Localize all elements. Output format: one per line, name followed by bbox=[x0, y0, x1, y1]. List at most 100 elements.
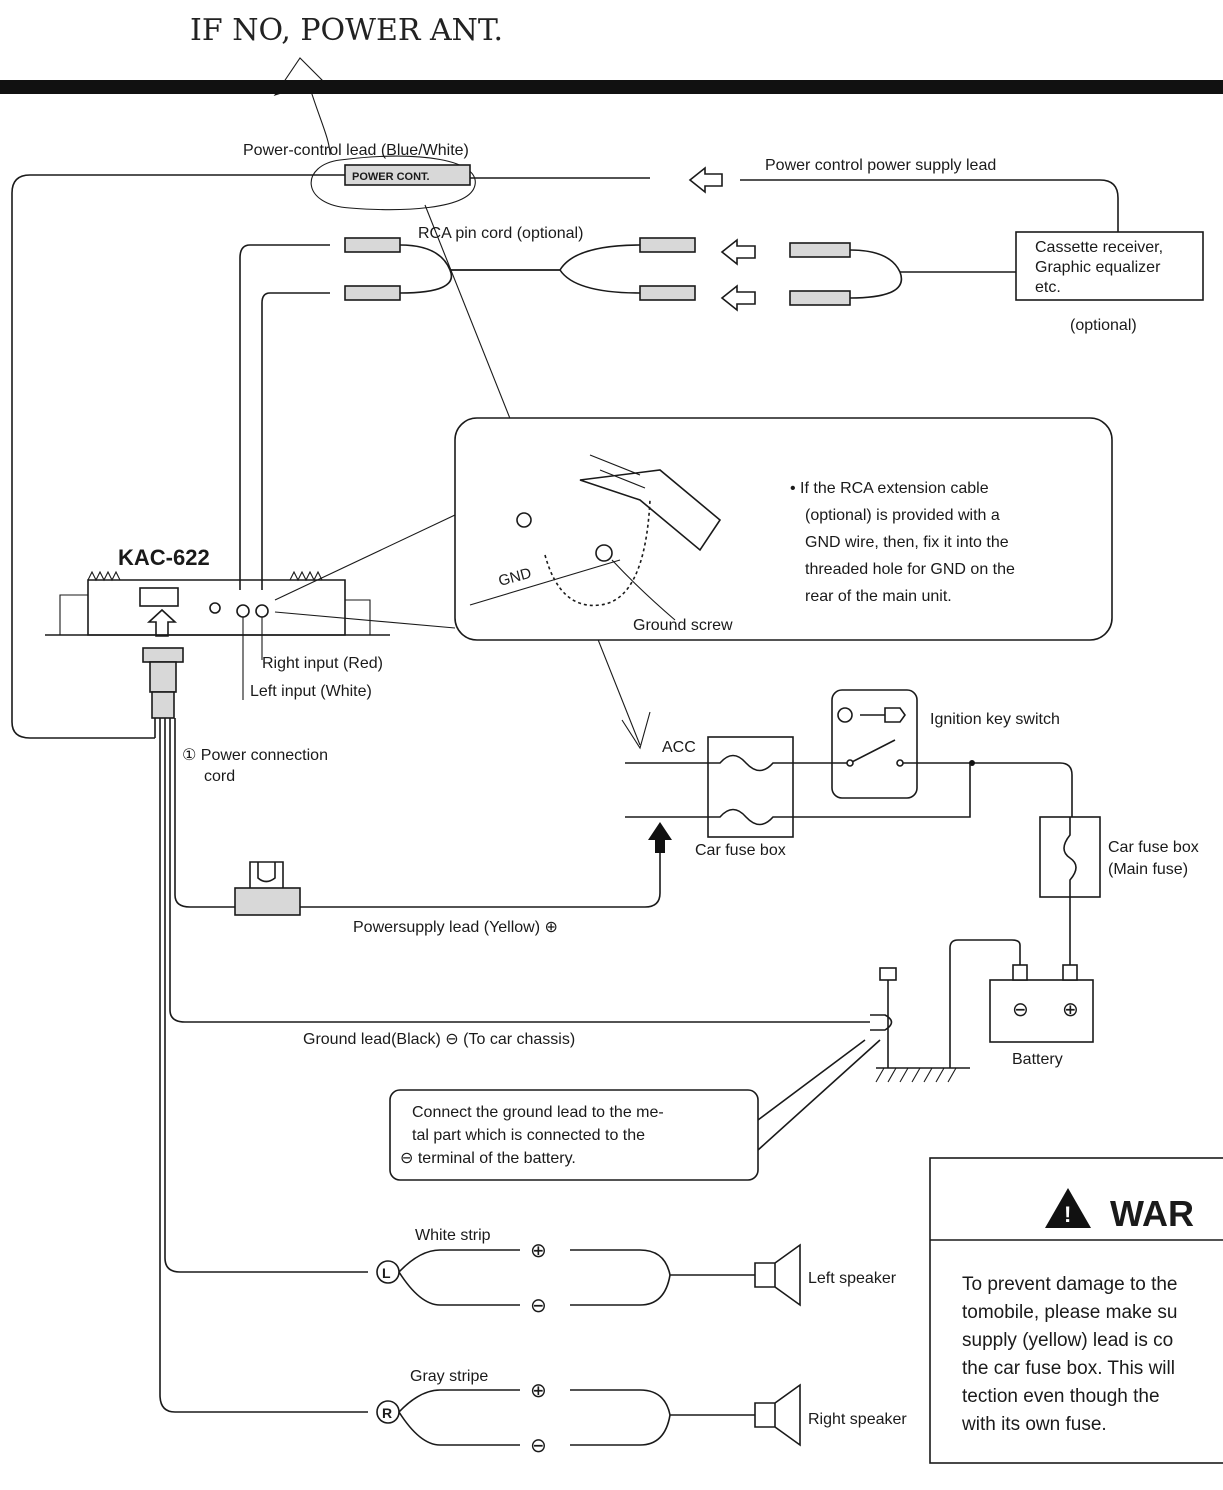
ground-tip-box bbox=[389, 1089, 759, 1181]
chassis-hatch bbox=[875, 1067, 957, 1083]
left-speaker-label: Left speaker bbox=[808, 1270, 897, 1287]
right-input-jack bbox=[255, 604, 269, 618]
right-split-wires bbox=[398, 1389, 520, 1446]
left-input-label: Left input (White) bbox=[250, 683, 372, 700]
right-speaker-wires bbox=[570, 1389, 755, 1446]
gnd-note-line-3: GND wire, then, fix it into the bbox=[805, 534, 1009, 551]
blue-white-lead-arrow bbox=[621, 711, 651, 750]
header-rule bbox=[0, 80, 1223, 94]
main-fuse-label-2: (Main fuse) bbox=[1108, 861, 1188, 878]
ignition-switch-wiring bbox=[793, 739, 1073, 817]
ignition-key-icon bbox=[860, 707, 906, 723]
receiver-line3: etc. bbox=[1035, 279, 1061, 296]
receiver-box bbox=[1015, 231, 1204, 301]
warning-exclaim: ! bbox=[1064, 1202, 1071, 1227]
left-speaker-wires bbox=[570, 1249, 755, 1306]
fuse-box-input-wires bbox=[625, 762, 708, 818]
heatsink-fins bbox=[87, 570, 323, 582]
gnd-braid bbox=[544, 499, 651, 607]
left-speaker-icon bbox=[754, 1243, 801, 1307]
power-control-supply-label: Power control power supply lead bbox=[765, 157, 996, 174]
receiver-line1: Cassette receiver, bbox=[1035, 239, 1163, 256]
ignition-switch-label: Ignition key switch bbox=[930, 711, 1060, 728]
ground-lead-label: Ground lead(Black) ⊖ (To car chassis) bbox=[303, 1031, 575, 1048]
rca-cord-label: RCA pin cord (optional) bbox=[418, 225, 583, 242]
gnd-surface bbox=[469, 559, 621, 606]
gnd-note-line-5: rear of the main unit. bbox=[805, 588, 952, 605]
warning-line-1: To prevent damage to the bbox=[962, 1274, 1177, 1295]
harness-plug bbox=[142, 647, 184, 663]
connector-arrow-icon bbox=[146, 608, 178, 637]
direction-arrow-icon bbox=[688, 166, 723, 194]
unit-indicator bbox=[209, 602, 221, 614]
rca-cable-mid-lower bbox=[450, 269, 641, 294]
ground-lug bbox=[870, 1014, 893, 1031]
car-fuse-box-label: Car fuse box bbox=[695, 842, 786, 859]
car-fuse-box bbox=[707, 736, 794, 838]
battery-neg-symbol: ⊖ bbox=[1012, 999, 1029, 1021]
white-strip-label: White strip bbox=[415, 1227, 491, 1244]
detail-callout-line-2 bbox=[274, 611, 456, 629]
ground-tip-line-2: tal part which is connected to the bbox=[412, 1127, 645, 1144]
power-supply-wire bbox=[174, 718, 235, 908]
power-cont-tag-text: POWER CONT. bbox=[352, 171, 430, 183]
battery-ground-wire bbox=[949, 939, 1021, 1068]
warning-triangle-icon bbox=[1045, 1188, 1091, 1228]
gnd-note-line-4: threaded hole for GND on the bbox=[805, 561, 1015, 578]
harness-body bbox=[149, 661, 177, 693]
ground-screw-icon bbox=[595, 544, 613, 562]
ground-tip-line-1: Connect the ground lead to the me- bbox=[412, 1104, 664, 1121]
warning-line-6: with its own fuse. bbox=[961, 1414, 1107, 1435]
warning-title: WAR bbox=[1110, 1193, 1194, 1234]
battery-label: Battery bbox=[1012, 1051, 1063, 1068]
left-speaker-wire bbox=[164, 718, 368, 1273]
ground-lead-wire bbox=[169, 718, 870, 1023]
input-leaders bbox=[242, 617, 263, 700]
right-speaker-label: Right speaker bbox=[808, 1411, 907, 1428]
gray-stripe-label: Gray stripe bbox=[410, 1368, 488, 1385]
cable-sketch bbox=[579, 469, 722, 552]
power-control-wire bbox=[11, 174, 345, 739]
right-input-label: Right input (Red) bbox=[262, 655, 383, 672]
right-minus: ⊖ bbox=[530, 1435, 547, 1457]
battery-pos-symbol: ⊕ bbox=[1062, 999, 1079, 1021]
ignition-switch-box bbox=[831, 689, 918, 799]
power-supply-arrow-icon bbox=[648, 822, 672, 853]
power-supply-wire-right bbox=[300, 850, 661, 908]
handwritten-stroke bbox=[309, 87, 331, 156]
gnd-terminal bbox=[516, 512, 532, 528]
switch-contact-b bbox=[896, 759, 904, 767]
right-speaker-icon bbox=[754, 1383, 801, 1447]
power-cord-label-2: cord bbox=[204, 768, 235, 785]
rca-cable-mid-upper bbox=[450, 244, 641, 271]
handwritten-note: IF NO, POWER ANT. bbox=[190, 13, 503, 48]
fuse-battery-icon bbox=[708, 808, 793, 826]
warning-line-4: the car fuse box. This will bbox=[962, 1358, 1175, 1379]
battery-pos-post bbox=[1062, 964, 1078, 981]
right-mark: R bbox=[382, 1405, 392, 1421]
ground-screw-label: Ground screw bbox=[633, 617, 733, 634]
left-plus: ⊕ bbox=[530, 1240, 547, 1262]
rca-jack-lower bbox=[789, 290, 851, 306]
rca-arrow-upper-icon bbox=[720, 238, 756, 266]
battery-box bbox=[989, 979, 1094, 1043]
rca-lead-lower bbox=[261, 292, 330, 590]
amplifier-flanges bbox=[59, 594, 371, 635]
rca-arrow-lower-icon bbox=[720, 284, 756, 312]
switch-contact-a bbox=[846, 759, 854, 767]
model-label: KAC-622 bbox=[118, 545, 210, 570]
main-fuse-label-1: Car fuse box bbox=[1108, 839, 1199, 856]
gnd-note-line-2: (optional) is provided with a bbox=[805, 507, 1000, 524]
amplifier-body bbox=[87, 579, 346, 636]
acc-label: ACC bbox=[662, 739, 696, 756]
rca-plug-upper-right bbox=[639, 237, 696, 253]
gnd-note-line-1: • If the RCA extension cable bbox=[790, 480, 989, 497]
left-minus: ⊖ bbox=[530, 1295, 547, 1317]
warning-line-5: tection even though the bbox=[962, 1386, 1160, 1407]
detail-callout-line-1 bbox=[274, 514, 456, 601]
ground-bolt-head bbox=[879, 967, 897, 981]
rca-plug-lower-right bbox=[639, 285, 696, 301]
ground-tip-pointer bbox=[757, 1039, 881, 1151]
gnd-detail-box bbox=[454, 417, 1113, 641]
